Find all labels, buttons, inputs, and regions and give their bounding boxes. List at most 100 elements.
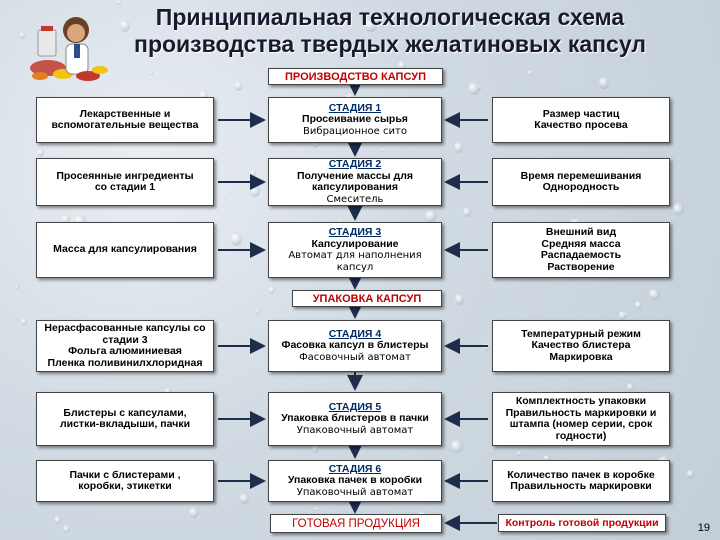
water-drop [189, 506, 199, 518]
stage-name: капсулирования [311, 181, 398, 193]
water-drop [634, 301, 642, 310]
input-text: листки-вкладыши, пачки [59, 418, 191, 430]
control-text: Однородность [542, 181, 620, 193]
stage-label: СТАДИЯ 1 [328, 101, 382, 114]
water-drop [398, 61, 406, 70]
stage-equipment: Фасовочный автомат [299, 351, 411, 363]
stage-equipment: Упаковочный автомат [296, 486, 414, 498]
page-number: 19 [697, 522, 710, 534]
water-drop [425, 209, 437, 223]
water-drop [19, 32, 26, 39]
water-drop [223, 11, 232, 21]
final-control-box: Контроль готовой продукции [498, 514, 666, 532]
section-packaging: УПАКОВКА КАПСУП [292, 290, 442, 307]
stage-equipment: Вибрационное сито [303, 125, 407, 137]
input-text: Фольга алюминиевая [68, 345, 182, 357]
water-drop [74, 214, 86, 228]
water-drop [453, 142, 464, 153]
water-drop [199, 90, 209, 101]
stage-name: Просеивание сырья [302, 113, 408, 126]
water-drop [249, 185, 260, 197]
doctor-with-pills-emblem-icon [30, 17, 108, 81]
page-title: Принципиальная технологическая схема про… [110, 4, 670, 58]
water-drop [467, 81, 480, 96]
stage-equipment: Упаковочный автомат [296, 424, 414, 436]
water-drop [234, 81, 243, 91]
input-text: вспомогательные вещества [51, 119, 199, 131]
stage-label: СТАДИЯ 6 [328, 462, 382, 475]
water-drop [666, 514, 671, 518]
stage-equipment: Автомат для наполнения [288, 250, 422, 261]
water-drop [20, 318, 27, 325]
input-text: стадии 3 [102, 333, 148, 346]
stage-equipment: капсул [336, 261, 374, 273]
water-drop [239, 493, 250, 505]
stage-label: СТАДИЯ 4 [328, 327, 382, 340]
water-drop [267, 286, 275, 295]
water-drop [686, 469, 694, 478]
stage-label: СТАДИЯ 3 [328, 226, 382, 238]
water-drop [381, 147, 385, 152]
input-text: со стадии 1 [94, 181, 156, 193]
water-drop [164, 388, 171, 396]
input-text: Лекарственные и [79, 107, 171, 120]
stage-equipment: Смеситель [326, 193, 384, 205]
control-text: Качество просева [534, 119, 628, 131]
stage-name: Упаковка блистеров в пачки [281, 412, 429, 425]
control-text: Распадаемость [540, 249, 622, 261]
input-text: коробки, этикетки [78, 480, 172, 492]
control-text: Размер частиц [542, 107, 620, 120]
water-drop [63, 524, 71, 533]
control-text: годности) [555, 429, 607, 442]
water-drop [311, 139, 319, 149]
control-text: Температурный режим [521, 327, 641, 340]
input-text: Пачки с блистерами , [69, 468, 181, 481]
water-drop [527, 69, 533, 76]
water-drop [230, 232, 243, 246]
input-text: Просеянные ингредиенты [56, 169, 194, 182]
water-drop [229, 189, 233, 194]
title-line-1: Принципиальная технологическая схема [155, 4, 625, 30]
control-text: Комплектность упаковки [515, 395, 647, 407]
control-text: штампа (номер серии, срок [509, 418, 653, 430]
water-drop [187, 12, 199, 26]
water-drop [315, 506, 320, 512]
input-text: Блистеры с капсулами, [63, 406, 187, 419]
stage-name: Получение массы для [296, 169, 414, 182]
control-text: Время перемешивания [520, 169, 642, 182]
water-drop [454, 293, 465, 306]
water-drop [116, 0, 122, 6]
water-drop [311, 444, 320, 453]
input-text: Масса для капсулирования [53, 243, 197, 256]
water-drop [276, 16, 282, 23]
stage-label: СТАДИЯ 5 [328, 400, 382, 413]
stage-name: Капсулирование [311, 237, 399, 250]
water-drop [502, 369, 507, 375]
water-drop [365, 18, 377, 33]
control-text: Средняя масса [541, 237, 621, 250]
water-drop [36, 148, 45, 157]
water-drop [598, 77, 610, 90]
water-drop [255, 310, 259, 314]
final-product-box: ГОТОВАЯ ПРОДУКЦИЯ [270, 514, 442, 533]
water-drop [463, 207, 472, 217]
water-drop [119, 19, 131, 32]
control-text: Внешний вид [545, 226, 617, 238]
input-text: Пленка поливинилхлоридная [47, 356, 203, 369]
